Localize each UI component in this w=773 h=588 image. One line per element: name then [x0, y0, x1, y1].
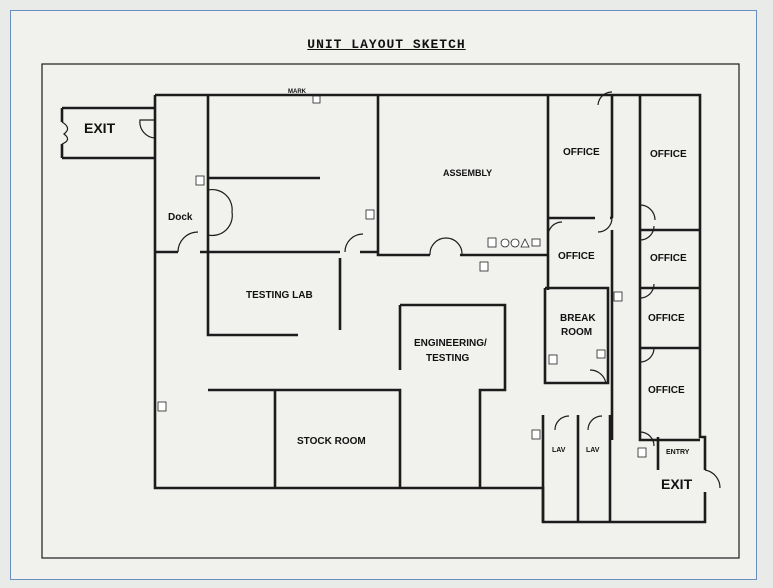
mark-label: MARK	[288, 89, 307, 95]
office-label-4: OFFICE	[650, 253, 687, 264]
extinguisher-icon	[548, 354, 558, 365]
interior-walls	[155, 95, 700, 522]
first-aid-icon	[596, 349, 606, 359]
door-swings	[177, 91, 721, 489]
page-title: UNIT LAYOUT SKETCH	[307, 37, 466, 52]
eyewash-icon	[500, 238, 510, 248]
paper-sheet	[10, 10, 757, 580]
building-outline	[153, 93, 707, 524]
mark-icon	[312, 95, 321, 104]
panel-icon	[531, 238, 541, 247]
office-label-2: OFFICE	[650, 149, 687, 160]
west-exit-vestibule	[60, 106, 156, 160]
extinguisher-icon	[637, 447, 647, 458]
extinguisher-icon	[365, 209, 375, 220]
extinguisher-icon	[479, 261, 489, 272]
extinguisher-icon	[487, 237, 497, 248]
extinguisher-icon	[613, 291, 623, 302]
extinguisher-icon	[157, 401, 167, 412]
entry-label: ENTRY	[666, 449, 690, 456]
office-label-3: OFFICE	[558, 251, 595, 262]
extinguisher-icon	[531, 429, 541, 440]
stock-room-label: STOCK ROOM	[297, 436, 366, 447]
engineering-label-line2: TESTING	[426, 353, 470, 364]
east-exit-label: EXIT	[661, 476, 693, 492]
lav-label-1: LAV	[552, 447, 566, 454]
lav-label-2: LAV	[586, 447, 600, 454]
break-room-label-line1: BREAK	[560, 313, 596, 324]
safety-symbols: MARK	[157, 89, 647, 458]
break-room-label-line2: ROOM	[561, 327, 592, 338]
west-exit-label: EXIT	[84, 120, 116, 136]
office-label-1: OFFICE	[563, 147, 600, 158]
dock-label: Dock	[168, 212, 193, 223]
room-labels: EXIT Dock ASSEMBLY OFFICE OFFICE OFFICE …	[84, 120, 693, 492]
drawing-frame	[41, 63, 740, 559]
office-label-5: OFFICE	[648, 313, 685, 324]
extinguisher-icon	[195, 175, 205, 186]
office-label-6: OFFICE	[648, 385, 685, 396]
engineering-label-line1: ENGINEERING/	[414, 338, 487, 349]
assembly-label: ASSEMBLY	[443, 168, 492, 178]
warning-icon	[520, 238, 530, 248]
testing-lab-label: TESTING LAB	[246, 290, 313, 301]
alarm-icon	[510, 238, 520, 248]
